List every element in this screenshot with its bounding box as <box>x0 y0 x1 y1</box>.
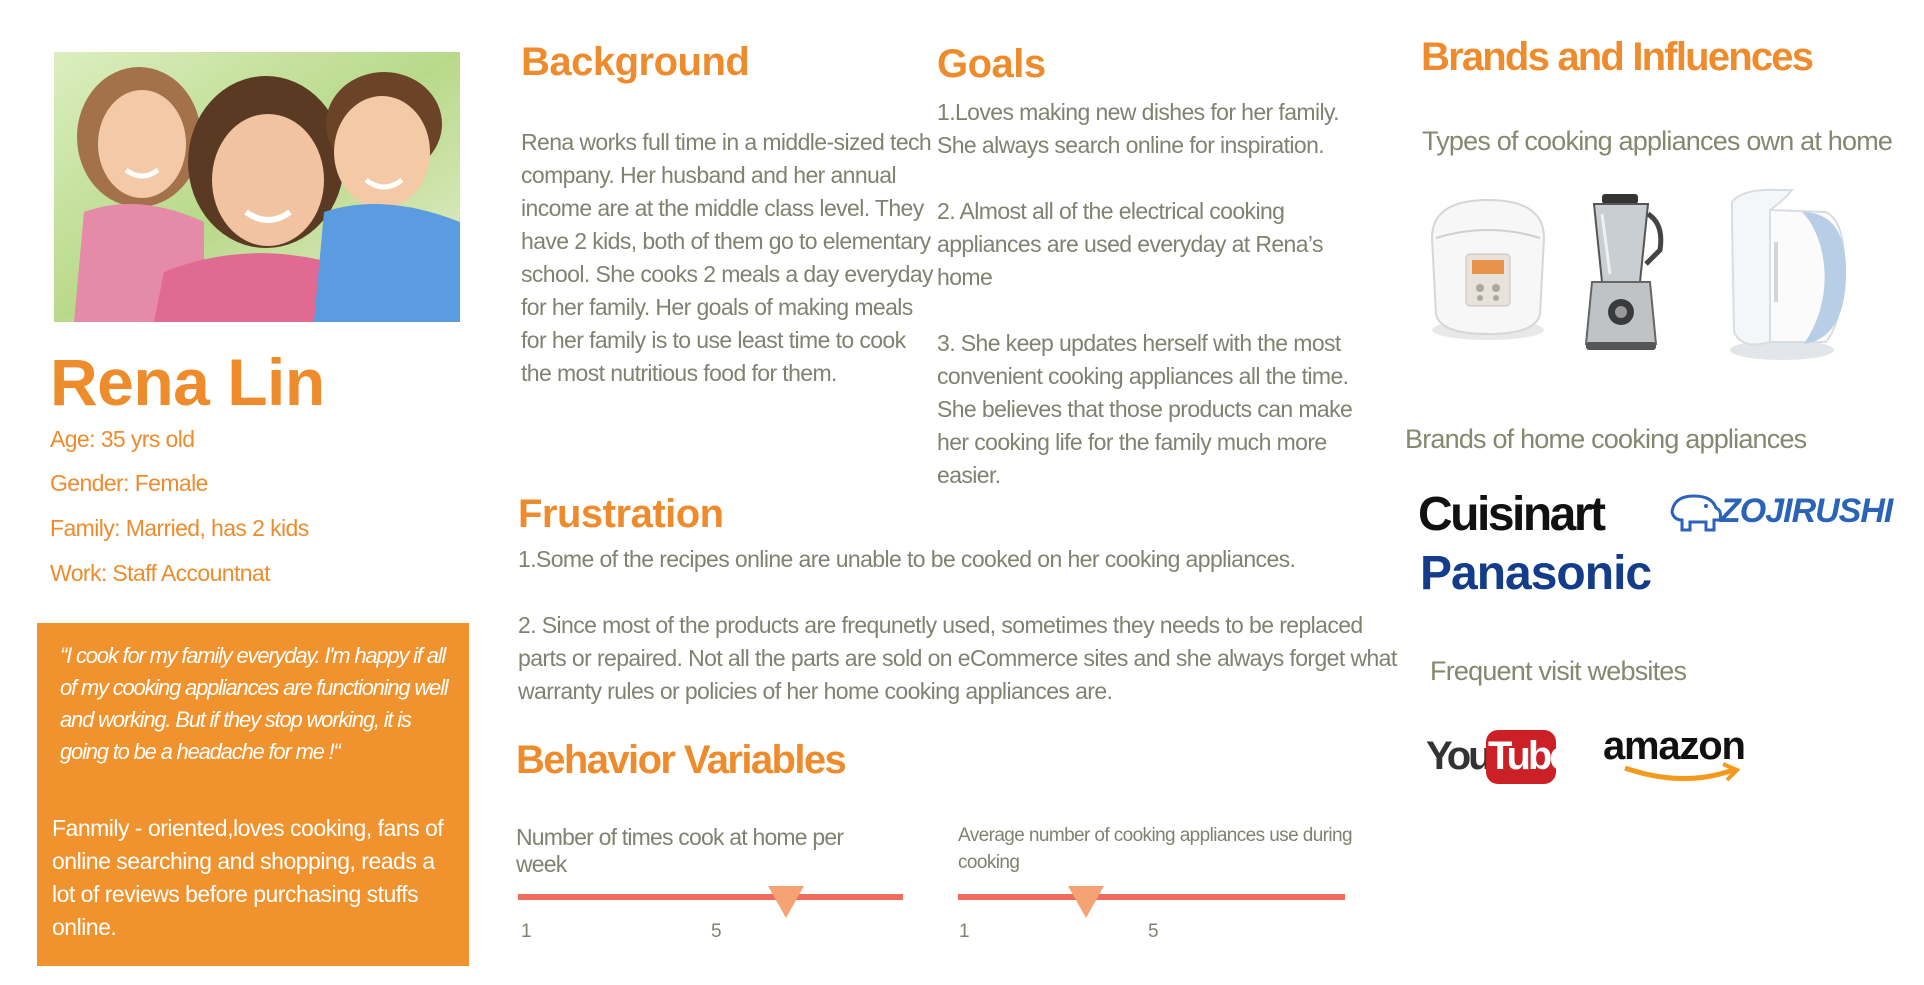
zojirushi-logo: ZOJIRUSHI <box>1668 490 1893 534</box>
youtube-logo: You Tube <box>1426 730 1572 784</box>
behavior-scale-marker <box>1068 886 1104 918</box>
goal-item: 1.Loves making new dishes for her family… <box>937 99 1340 158</box>
rice-cooker-icon <box>1418 192 1558 349</box>
zojirushi-wordmark: ZOJIRUSHI <box>1720 492 1893 530</box>
frustration-item: 2. Since most of the products are frequn… <box>518 612 1397 704</box>
elephant-icon <box>1670 494 1722 532</box>
brands-heading: Brands and Influences <box>1421 35 1814 79</box>
panasonic-logo: Panasonic <box>1420 547 1652 600</box>
persona-family: Family: Married, has 2 kids <box>50 515 309 541</box>
youtube-wordmark-you: You <box>1426 734 1493 778</box>
behavior-scale-track <box>958 894 1345 900</box>
background-heading: Background <box>521 40 750 84</box>
kettle-icon <box>1722 182 1852 367</box>
goals-list: 1.Loves making new dishes for her family… <box>937 96 1377 525</box>
behavior-variable-label: Average number of cooking appliances use… <box>958 825 1353 873</box>
behavior-scale-track <box>518 894 903 900</box>
persona-name: Rena Lin <box>50 345 325 419</box>
appliance-types-label: Types of cooking appliances own at home <box>1422 126 1893 156</box>
persona-gender: Gender: Female <box>50 470 208 496</box>
frustration-heading: Frustration <box>518 492 724 536</box>
persona-photo <box>54 52 460 322</box>
amazon-logo: amazon <box>1603 724 1763 784</box>
goals-heading: Goals <box>937 42 1046 86</box>
quote-panel <box>37 623 469 966</box>
frustration-list: 1.Some of the recipes online are unable … <box>518 543 1398 741</box>
youtube-wordmark-tube: Tube <box>1488 734 1572 778</box>
scale-tick-label: 1 <box>959 921 970 942</box>
brands-label: Brands of home cooking appliances <box>1405 424 1807 454</box>
scale-tick-label: 5 <box>711 921 722 942</box>
persona-description: Fanmily - oriented,loves cooking, fans o… <box>52 815 444 940</box>
background-text: Rena works full time in a middle-sized t… <box>521 129 934 386</box>
blender-icon <box>1576 194 1666 361</box>
amazon-wordmark: amazon <box>1603 724 1746 768</box>
youtube-red-box <box>1486 730 1556 784</box>
goal-item: 2. Almost all of the electrical cooking … <box>937 198 1324 290</box>
websites-label: Frequent visit websites <box>1430 656 1687 686</box>
cuisinart-logo: Cuisinart <box>1418 488 1606 541</box>
frustration-item: 1.Some of the recipes online are unable … <box>518 546 1296 572</box>
behavior-scale-marker <box>768 886 804 918</box>
goal-item: 3. She keep updates herself with the mos… <box>937 330 1353 488</box>
persona-age: Age: 35 yrs old <box>50 426 195 452</box>
behavior-heading: Behavior Variables <box>516 738 847 782</box>
scale-tick-label: 5 <box>1148 921 1159 942</box>
amazon-smile-icon <box>1624 762 1741 782</box>
persona-work: Work: Staff Accountnat <box>50 560 271 586</box>
scale-tick-label: 1 <box>521 921 532 942</box>
behavior-variable-label: Number of times cook at home per week <box>516 824 844 877</box>
persona-quote: “I cook for my family everyday. I'm happ… <box>60 643 449 764</box>
